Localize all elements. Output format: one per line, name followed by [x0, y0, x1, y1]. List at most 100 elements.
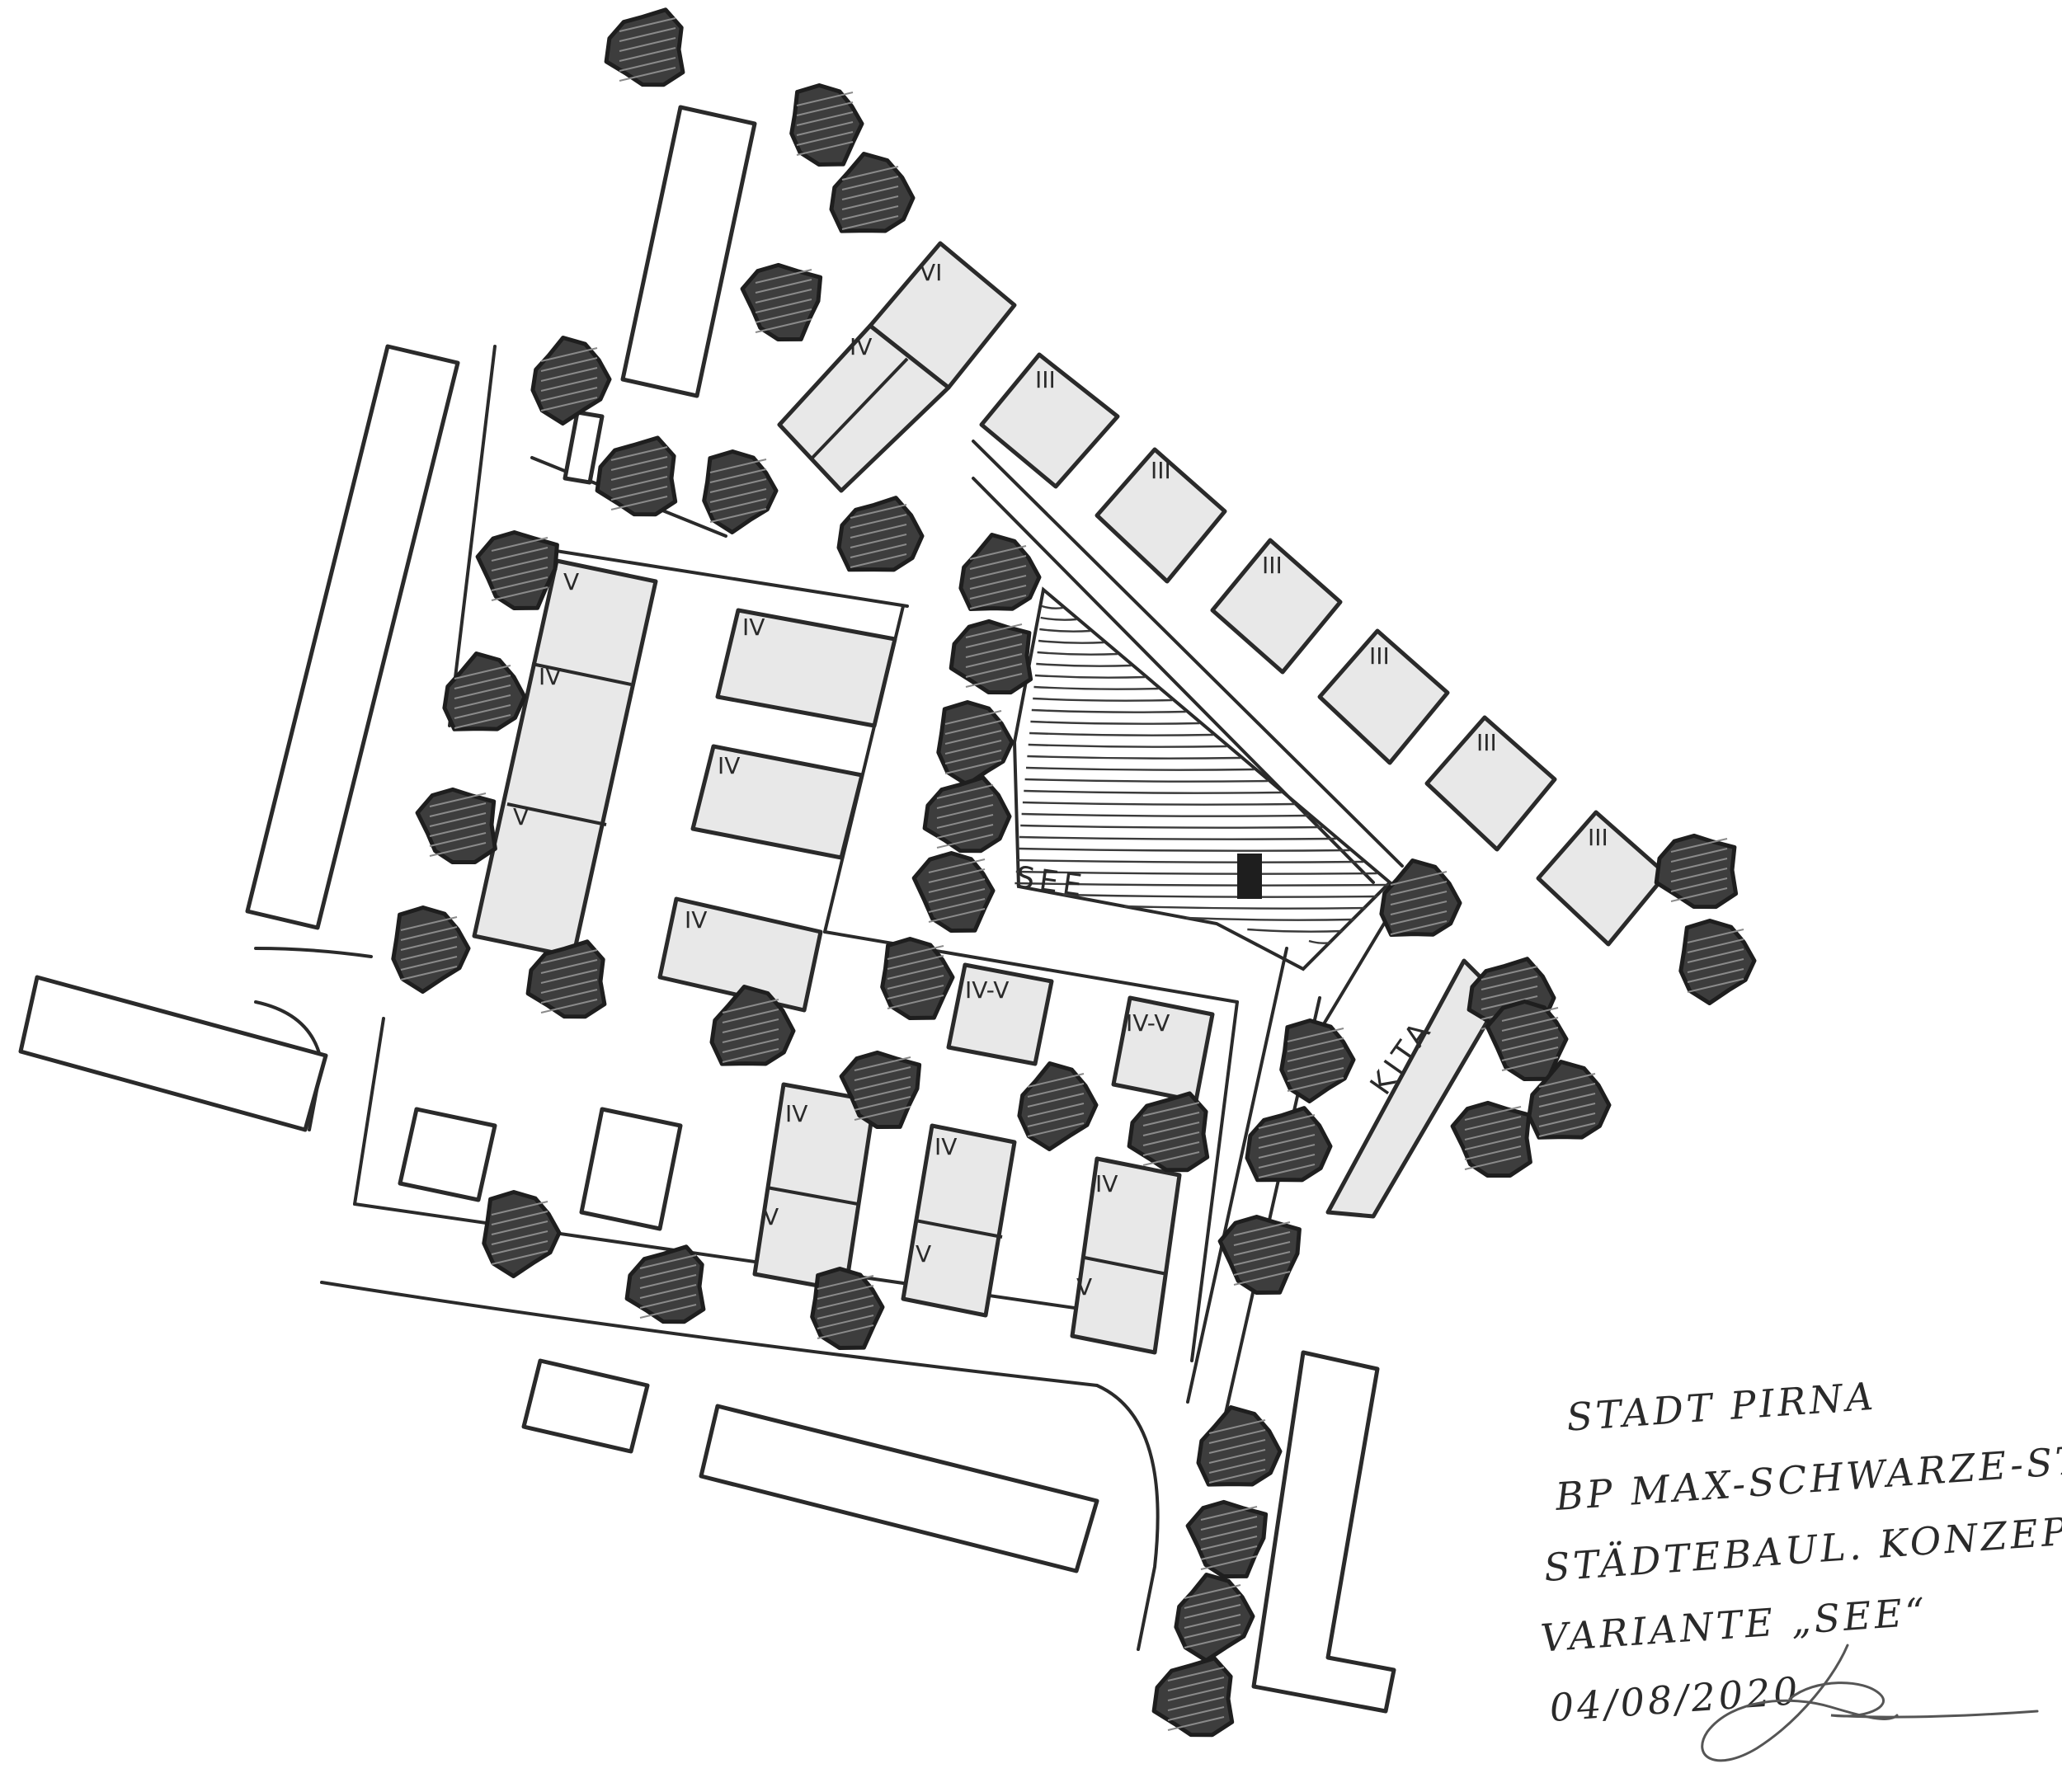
tree-scribble [1481, 966, 1538, 981]
title-block: STADT PIRNA BP MAX-SCHWARZE-STR. STÄDTEB… [1539, 1374, 2062, 1730]
lake-hatch-line [1021, 812, 1309, 817]
tree-scribble [454, 675, 511, 689]
title-line-date: 04/08/2020 [1548, 1668, 1802, 1730]
lake [1012, 586, 1392, 971]
tree-scribble [817, 1305, 874, 1319]
lake-pier [1237, 854, 1262, 899]
tree-scribble [722, 1028, 779, 1043]
tree-9 [475, 530, 559, 610]
tree-scribble [1167, 1677, 1225, 1691]
planned-building-iii-5 [1424, 715, 1557, 852]
tree-scribble [1287, 1037, 1344, 1052]
tree-scribble [619, 67, 676, 82]
tree-scribble [709, 478, 767, 493]
tree-scribble [610, 476, 668, 491]
lake-hatch-line [1015, 882, 1390, 887]
tree-scribble [1167, 1686, 1225, 1701]
planned-building-iii-4 [1317, 628, 1450, 765]
tree-scribble [1142, 1122, 1200, 1136]
floor-label-iv-b: IV [718, 752, 740, 779]
tree-scribble [841, 166, 899, 181]
tree-scribble [1258, 1144, 1316, 1159]
tree-scribble [1687, 948, 1744, 963]
tree-scribble [1464, 1126, 1522, 1141]
tree-scribble [491, 547, 548, 562]
floor-labels: VI IV III III III III III III V IV V IV … [513, 259, 1608, 1300]
tree-scribble [722, 1009, 779, 1023]
tree-scribble [454, 714, 511, 729]
lake-hatch-line [1028, 743, 1227, 748]
tree-scribble [936, 794, 994, 809]
tree-scribble [1687, 968, 1744, 983]
tree-scribble [429, 812, 487, 827]
tree-scribble [854, 1056, 911, 1071]
tree-scribble [1142, 1112, 1200, 1126]
lake-hatch-line [1062, 893, 1378, 898]
tree-scribble [887, 985, 944, 999]
tree-scribble [429, 802, 487, 817]
tree-scribble [540, 377, 598, 392]
tree-scribble [1287, 1077, 1344, 1092]
tree-scribble [1200, 1526, 1258, 1540]
tree-scribble [1538, 1103, 1596, 1117]
planned-building-west-bar-divider-2 [506, 802, 607, 826]
tree-scribble [1670, 848, 1728, 863]
tree-scribble [491, 1250, 548, 1265]
floor-label-iii-6: III [1588, 824, 1608, 851]
tree-scribble [1208, 1439, 1266, 1454]
tree-scribble [965, 663, 1023, 678]
tree-scribble [755, 289, 812, 303]
tree-scribble [619, 27, 676, 42]
road-diagonal-a [972, 440, 1404, 868]
planned-building-south-3 [1070, 1156, 1182, 1355]
tree-scribble [1027, 1083, 1085, 1098]
tree-scribble [1200, 1545, 1258, 1560]
tree-18 [525, 939, 607, 1019]
tree-scribble [610, 486, 668, 501]
tree-scribble [850, 504, 907, 519]
tree-scribble [491, 576, 548, 591]
tree-scribble [854, 1096, 911, 1111]
tree-scribble [1200, 1536, 1258, 1550]
tree-scribble [1464, 1155, 1522, 1170]
tree-scribble [540, 959, 598, 974]
tree-scribble [491, 1221, 548, 1235]
tree-scribble [1258, 1114, 1316, 1129]
tree-28 [1654, 833, 1739, 910]
tree-scribble [1390, 920, 1448, 935]
lake-hatching [1015, 604, 1390, 944]
title-line-variant: VARIANTE „SEE“ [1539, 1589, 1929, 1661]
lake-hatch-line [1038, 639, 1104, 644]
lake-hatch-line [1025, 766, 1255, 771]
tree-scribble [639, 1304, 697, 1319]
tree-scribble [841, 215, 899, 230]
tree-scribble [1208, 1419, 1266, 1434]
lake-hatch-line [1036, 662, 1132, 667]
tree-scribble [1027, 1093, 1085, 1108]
floor-label-west-v-bottom: V [513, 803, 529, 830]
tree-scribble [936, 814, 994, 829]
tree-scribble [841, 205, 899, 220]
planned-building-south-2-divider [915, 1219, 1003, 1239]
tree-scribble [944, 760, 1002, 774]
tree-scribble [944, 740, 1002, 755]
signature-stroke-1 [1701, 1644, 1899, 1762]
tree-scribble [965, 653, 1023, 668]
tree-scribble [400, 956, 458, 971]
floor-label-iii-1: III [1035, 366, 1056, 393]
tree-scribble [796, 131, 854, 146]
tree-scribble [965, 623, 1023, 638]
tree-scribble [755, 269, 812, 284]
tree-scribble [1027, 1073, 1085, 1088]
tree-scribble [1464, 1116, 1522, 1131]
tree-scribble [969, 565, 1027, 580]
tree-scribble [1258, 1124, 1316, 1139]
lake-hatch-line [1033, 697, 1173, 702]
existing-building-square-1 [398, 1107, 497, 1202]
tree-scribble [639, 1254, 697, 1269]
tree-scribble [1287, 1028, 1344, 1042]
tree-scribble [540, 979, 598, 994]
tree-scribble [1687, 978, 1744, 993]
floor-label-iv-v-2: IV-V [1126, 1009, 1170, 1037]
